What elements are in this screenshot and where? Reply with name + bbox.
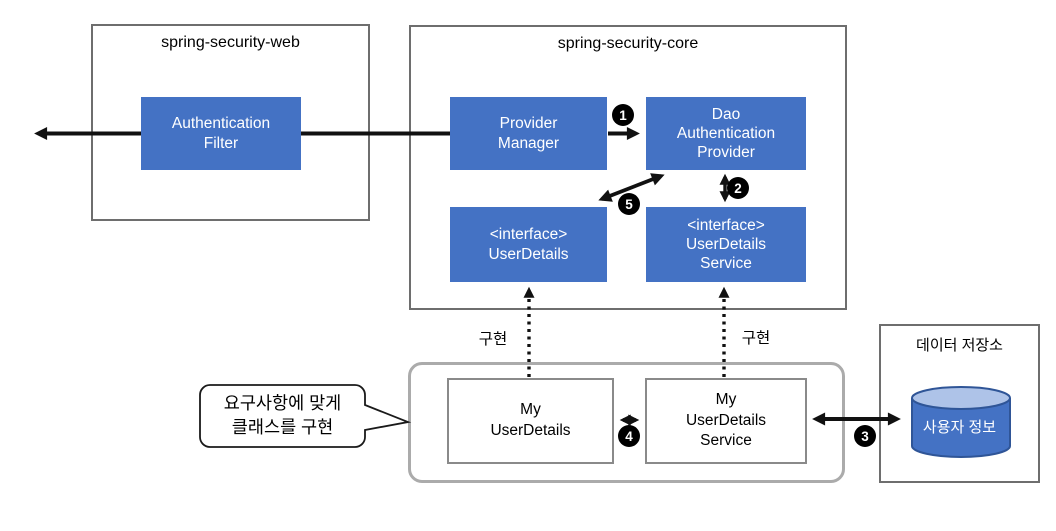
- arrow-step5-dao-to-userdetails: [598, 173, 665, 202]
- provider-manager-box: Provider Manager: [450, 97, 607, 170]
- implements-label-left: 구현: [478, 331, 508, 348]
- my-userdetails-box: My UserDetails: [447, 378, 614, 464]
- interface-userdetails-box: <interface> UserDetails: [450, 207, 607, 282]
- datastore-frame: 데이터 저장소 사용자 정보: [879, 324, 1040, 483]
- database-cylinder-icon: [911, 386, 1011, 458]
- web-module-title: spring-security-web: [161, 34, 300, 51]
- core-module-title: spring-security-core: [557, 35, 699, 52]
- speech-bubble: [199, 384, 412, 448]
- implements-label-right: 구현: [741, 330, 771, 347]
- interface-userdetails-service-box: <interface> UserDetails Service: [646, 207, 806, 282]
- user-info-label: 사용자 정보: [922, 419, 997, 436]
- step-2-badge: 2: [727, 177, 749, 199]
- datastore-title: 데이터 저장소: [916, 337, 1003, 354]
- step-5-badge: 5: [618, 193, 640, 215]
- step-4-badge: 4: [618, 425, 640, 447]
- step-3-badge: 3: [854, 425, 876, 447]
- authentication-filter-box: Authentication Filter: [141, 97, 301, 170]
- my-userdetails-service-box: My UserDetails Service: [645, 378, 807, 464]
- step-1-badge: 1: [612, 104, 634, 126]
- speech-bubble-text: 요구사항에 맞게 클래스를 구현: [223, 393, 342, 437]
- web-module-frame: spring-security-web: [91, 24, 370, 221]
- dao-authentication-provider-box: Dao Authentication Provider: [646, 97, 806, 170]
